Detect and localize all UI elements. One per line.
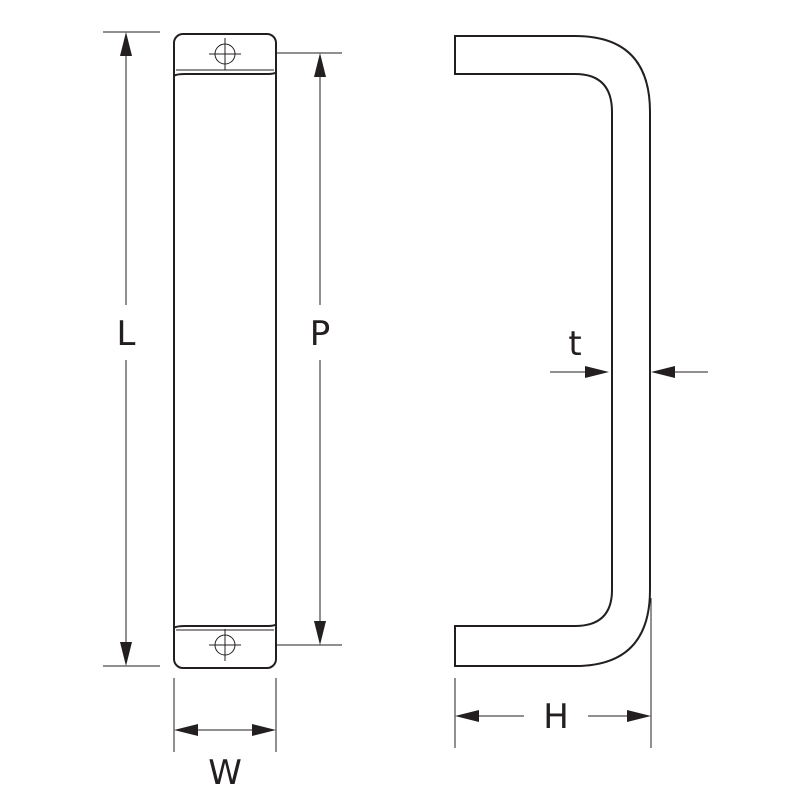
width-label: W [208, 753, 242, 793]
dimension-height: H [454, 598, 652, 748]
side-view [454, 35, 651, 667]
thickness-label: t [568, 324, 581, 364]
dimension-width: W [173, 678, 277, 793]
dimension-thickness: t [550, 324, 708, 378]
side-view-handle-outline [454, 35, 651, 667]
dimension-length: L [103, 31, 160, 667]
pitch-label: P [310, 314, 331, 354]
dimension-pitch: P [276, 52, 342, 646]
height-label: H [543, 697, 569, 737]
top-mounting-boss [173, 38, 277, 77]
bottom-mounting-boss [173, 623, 277, 661]
front-view [173, 33, 277, 669]
front-view-bar [173, 33, 277, 669]
length-label: L [117, 314, 136, 354]
